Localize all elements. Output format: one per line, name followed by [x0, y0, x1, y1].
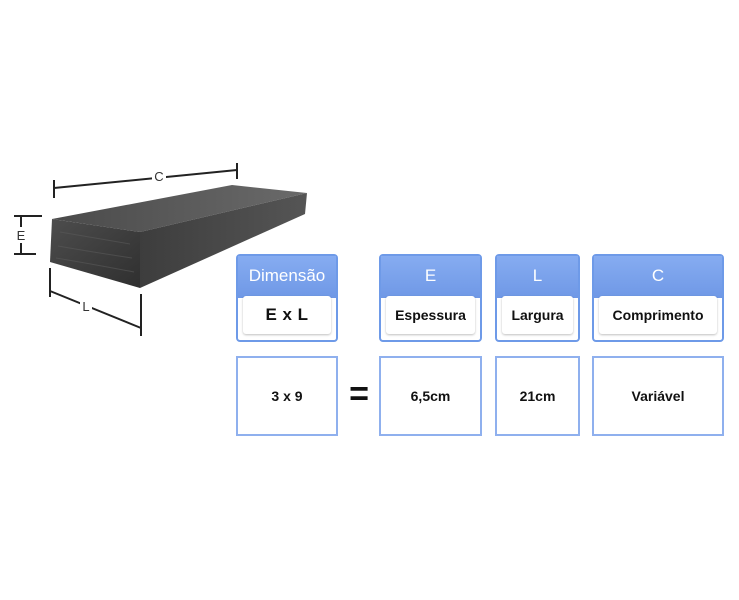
- beam-grain: [55, 231, 135, 273]
- header-e-title: E: [381, 256, 480, 298]
- dimension-c: [53, 163, 238, 198]
- header-e-value: Espessura: [386, 296, 475, 334]
- value-l: 21cm: [495, 356, 580, 436]
- header-dimension-title: Dimensão: [238, 256, 336, 298]
- header-card-c: C Comprimento: [592, 254, 724, 342]
- header-l-value: Largura: [502, 296, 573, 334]
- header-c-value: Comprimento: [599, 296, 717, 334]
- dimension-l: [49, 268, 142, 336]
- beam-side-face: [140, 193, 307, 288]
- label-e: E: [17, 228, 26, 243]
- equals-sign: =: [349, 375, 369, 413]
- header-card-e: E Espessura: [379, 254, 482, 342]
- header-l-title: L: [497, 256, 578, 298]
- header-card-dimension: Dimensão E x L: [236, 254, 338, 342]
- value-e: 6,5cm: [379, 356, 482, 436]
- value-c: Variável: [592, 356, 724, 436]
- label-l: L: [82, 299, 89, 314]
- header-dimension-value: E x L: [243, 296, 331, 334]
- label-c: C: [154, 169, 163, 184]
- header-c-title: C: [594, 256, 722, 298]
- value-dimension: 3 x 9: [236, 356, 338, 436]
- beam-top-face: [52, 185, 307, 232]
- beam-end-face: [50, 219, 140, 288]
- beam-diagram: C E L: [14, 163, 307, 336]
- header-card-l: L Largura: [495, 254, 580, 342]
